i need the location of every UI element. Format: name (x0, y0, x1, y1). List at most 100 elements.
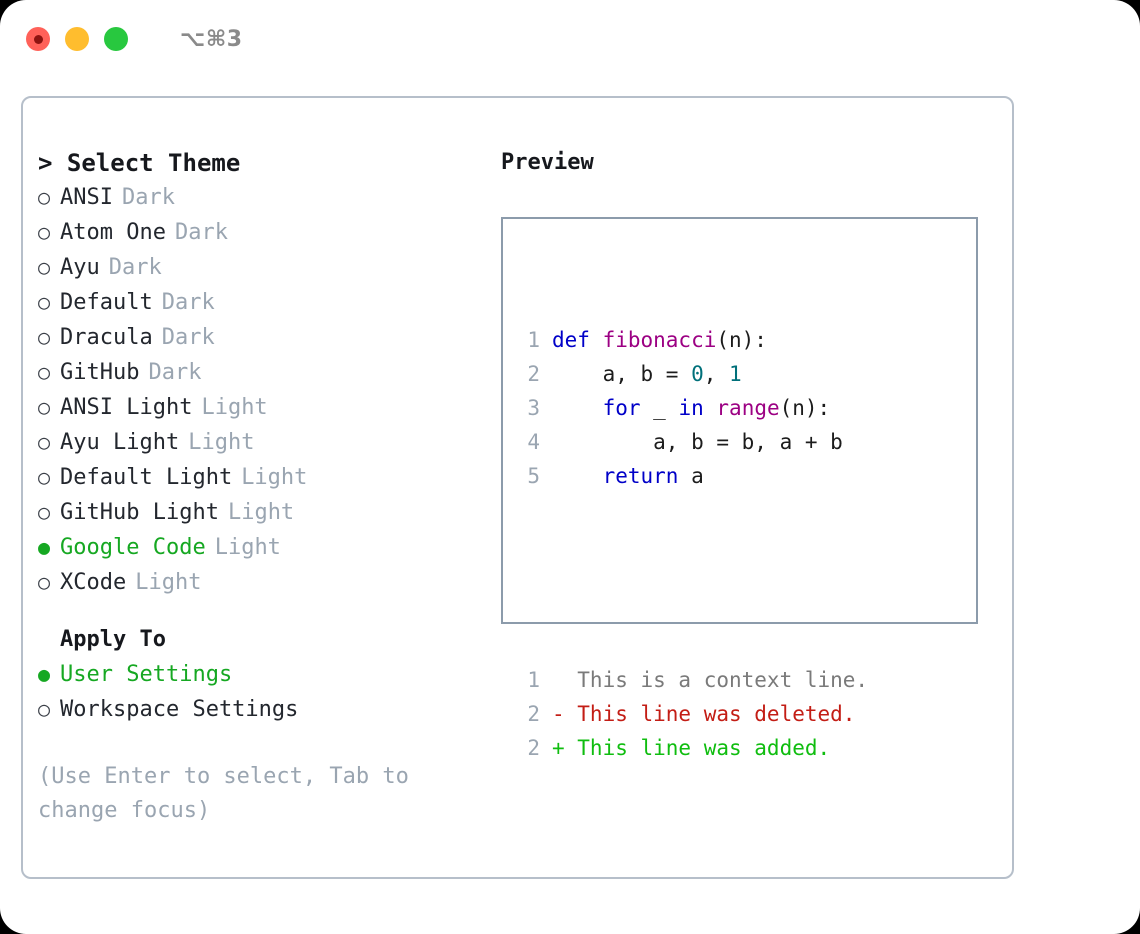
apply-to-header: Apply To (60, 627, 166, 652)
keyboard-hint-text: (Use Enter to select, Tab to change focu… (38, 764, 409, 823)
radio-unselected-icon: ○ (38, 570, 51, 594)
theme-name-label: Dracula (60, 325, 153, 350)
theme-kind-label: Dark (161, 325, 215, 350)
code-token: in (678, 396, 704, 420)
apply-to-option[interactable]: ○ Workspace Settings (38, 692, 488, 727)
code-token: (n): (779, 396, 831, 420)
diff-line: 2 + This line was added. (514, 731, 970, 765)
code-token (552, 464, 603, 488)
theme-list-item[interactable]: ○ Ayu Dark (38, 250, 488, 285)
diff-line-number: 2 (527, 736, 540, 760)
theme-kind-label: Dark (108, 255, 162, 280)
theme-kind-label: Dark (148, 360, 202, 385)
apply-to-option-label: Workspace Settings (60, 697, 299, 722)
close-button[interactable] (26, 27, 50, 51)
theme-name-label: Google Code (60, 535, 206, 560)
diff-line: 1 This is a context line. (514, 663, 970, 697)
preview-title: Preview (501, 150, 594, 175)
theme-list-item[interactable]: ○ GitHub Light Light (38, 495, 488, 530)
apply-to-group: Apply To ●User Settings ○ Workspace Settin… (38, 623, 488, 727)
code-token (552, 396, 603, 420)
theme-list-item[interactable]: ○ Dracula Dark (38, 320, 488, 355)
diff-block: 1 This is a context line.2- This line wa… (514, 663, 970, 765)
code-line: 5 return a (514, 459, 970, 493)
radio-unselected-icon: ○ (38, 255, 51, 279)
radio-unselected-icon: ○ (38, 500, 51, 524)
code-line-number: 1 (527, 328, 540, 352)
code-token: fibonacci (602, 328, 717, 352)
code-line-number: 5 (527, 464, 540, 488)
radio-unselected-icon: ○ (38, 360, 51, 384)
code-line-text: a, b = 0, 1 (552, 357, 742, 391)
theme-name-label: Ayu (60, 255, 100, 280)
theme-name-label: XCode (60, 570, 127, 595)
code-token: range (716, 396, 780, 420)
diff-line: 2- This line was deleted. (514, 697, 970, 731)
radio-unselected-icon: ○ (38, 185, 51, 209)
code-line: 1 def fibonacci(n): (514, 323, 970, 357)
theme-list-header: > Select Theme (38, 149, 241, 177)
code-token: , (703, 362, 730, 386)
theme-list-item[interactable]: ○ ANSI Light Light (38, 390, 488, 425)
theme-kind-label: Light (227, 500, 295, 525)
code-line-number: 4 (527, 430, 540, 454)
window-controls (26, 27, 128, 51)
theme-name-label: Atom One (60, 220, 166, 245)
code-token: _ (640, 396, 679, 420)
theme-kind-label: Light (188, 430, 255, 455)
radio-selected-icon: ● (38, 662, 51, 686)
code-line-number: 3 (527, 396, 540, 420)
apply-to-option[interactable]: ●User Settings (38, 657, 488, 692)
code-token: 0 (691, 362, 704, 386)
theme-list-item[interactable]: ○ GitHub Dark (38, 355, 488, 390)
theme-list-item[interactable]: ○ Default Dark (38, 285, 488, 320)
theme-name-label: GitHub (60, 360, 140, 385)
radio-unselected-icon: ○ (38, 430, 51, 454)
theme-name-label: ANSI Light (60, 395, 193, 420)
code-token: for (602, 396, 641, 420)
diff-line-text: + This line was added. (552, 736, 831, 760)
theme-kind-label: Dark (121, 185, 175, 210)
radio-unselected-icon: ○ (38, 220, 51, 244)
code-line-text: for _ in range(n): (552, 391, 831, 425)
theme-list-item[interactable]: ○ ANSI Dark (38, 180, 488, 215)
code-line: 3 for _ in range(n): (514, 391, 970, 425)
code-line: 4 a, b = b, a + b (514, 425, 970, 459)
theme-kind-label: Light (201, 395, 268, 420)
theme-name-label: GitHub Light (60, 500, 219, 525)
code-token: a, b = (552, 362, 692, 386)
radio-unselected-icon: ○ (38, 325, 51, 349)
apply-to-options: ●User Settings ○ Workspace Settings (38, 657, 488, 727)
title-bar: ⌥⌘3 (0, 0, 1140, 78)
theme-kind-label: Light (241, 465, 308, 490)
theme-kind-label: Light (214, 535, 281, 560)
code-line-text: a, b = b, a + b (552, 425, 843, 459)
theme-name-label: Default (60, 290, 153, 315)
code-token: return (602, 464, 679, 488)
zoom-button[interactable] (104, 27, 128, 51)
diff-line-text: This is a context line. (552, 668, 869, 692)
minimize-button[interactable] (65, 27, 89, 51)
code-line: 2 a, b = 0, 1 (514, 357, 970, 391)
diff-line-number: 1 (527, 668, 540, 692)
radio-unselected-icon: ○ (38, 697, 51, 721)
theme-name-label: ANSI (60, 185, 113, 210)
code-line-number: 2 (527, 362, 540, 386)
radio-unselected-icon: ○ (38, 395, 51, 419)
theme-name-label: Default Light (60, 465, 233, 490)
theme-kind-label: Dark (161, 290, 215, 315)
code-line-text: def fibonacci(n): (552, 323, 767, 357)
radio-unselected-icon: ○ (38, 290, 51, 314)
